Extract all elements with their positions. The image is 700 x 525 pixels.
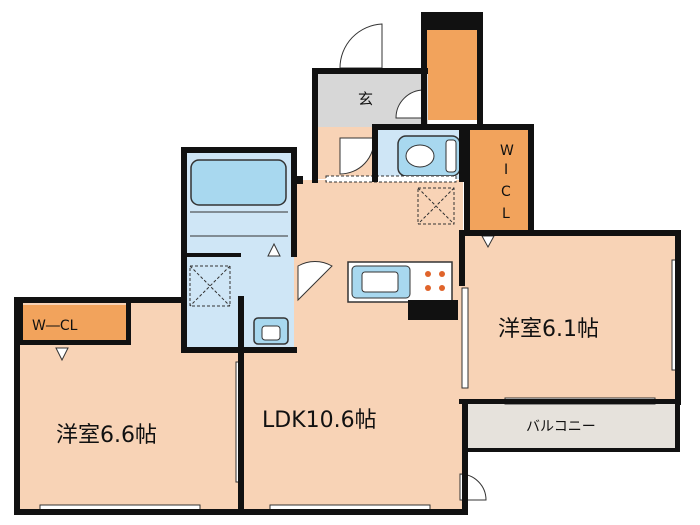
wcl-left-label: W―CL <box>32 318 78 334</box>
entrance-label: 玄 <box>358 90 373 108</box>
western-room-right-floor <box>463 236 676 402</box>
wicl-label: W I C L <box>500 143 514 222</box>
wicl-label-c: C <box>501 184 511 200</box>
balcony-floor <box>463 402 676 450</box>
bathtub <box>190 159 287 206</box>
western-room-right-label: 洋室6.1帖 <box>498 317 599 342</box>
front-door <box>339 23 383 69</box>
cooktop <box>425 271 445 291</box>
wcl-left-floor <box>22 305 130 343</box>
wicl-floor <box>468 130 530 230</box>
storage-top-floor <box>426 28 478 120</box>
down-arrow-marker <box>55 347 69 362</box>
fixtures <box>55 135 495 362</box>
refrigerator-space <box>417 187 455 225</box>
western-room-left-label: 洋室6.6帖 <box>56 423 157 448</box>
ldk-label: LDK10.6帖 <box>262 408 377 433</box>
labels: 洋室6.6帖 LDK10.6帖 洋室6.1帖 バルコニー 玄 W―CL W I … <box>32 90 599 448</box>
wicl-label-w: W <box>500 143 514 159</box>
walls <box>14 12 681 515</box>
wicl-label-l: L <box>502 206 510 222</box>
wicl-label-i: I <box>504 162 508 178</box>
up-arrow-marker <box>267 242 281 257</box>
balcony-label: バルコニー <box>526 419 596 435</box>
washing-machine-pan <box>189 265 231 307</box>
washroom-door <box>297 260 333 302</box>
